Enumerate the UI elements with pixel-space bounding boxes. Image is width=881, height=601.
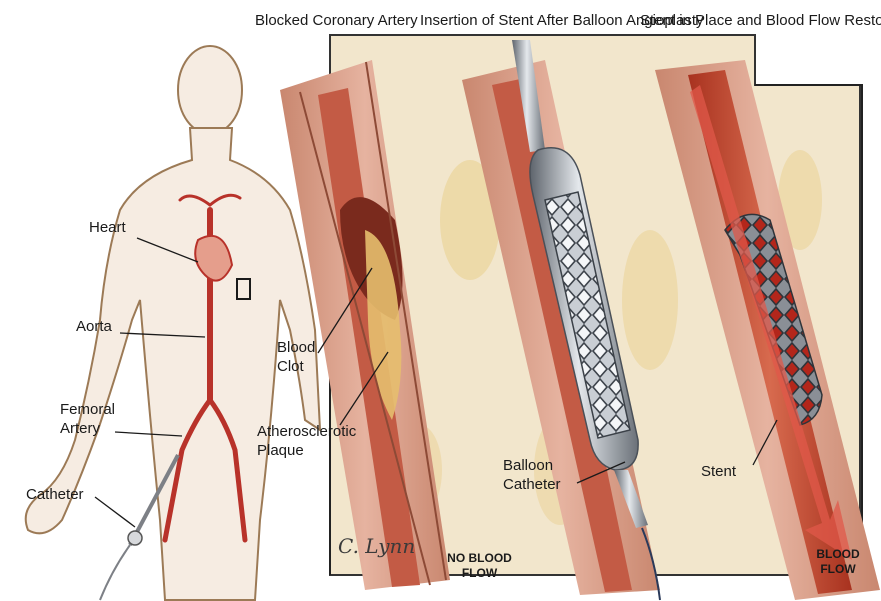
header-stent-insertion: Insertion of Stent After Balloon Angiopl…: [420, 11, 610, 30]
label-blood-flow: BLOOD FLOW: [808, 547, 868, 577]
artist-signature: C. Lynn: [338, 534, 415, 558]
label-balloon-catheter: Balloon Catheter: [503, 456, 583, 494]
header-blocked-artery: Blocked Coronary Artery: [255, 11, 395, 30]
header-flow-restored: Stent in Place and Blood Flow Restored: [640, 11, 830, 30]
label-atherosclerotic-plaque: Atherosclerotic Plaque: [257, 422, 367, 460]
label-heart: Heart: [89, 218, 126, 237]
label-femoral-artery: Femoral Artery: [60, 400, 120, 438]
label-aorta: Aorta: [76, 317, 112, 336]
label-no-blood-flow: NO BLOOD FLOW: [437, 551, 522, 581]
label-blood-clot: Blood Clot: [277, 338, 322, 376]
label-catheter: Catheter: [26, 485, 84, 504]
human-figure: [26, 46, 320, 600]
label-stent: Stent: [701, 462, 736, 481]
